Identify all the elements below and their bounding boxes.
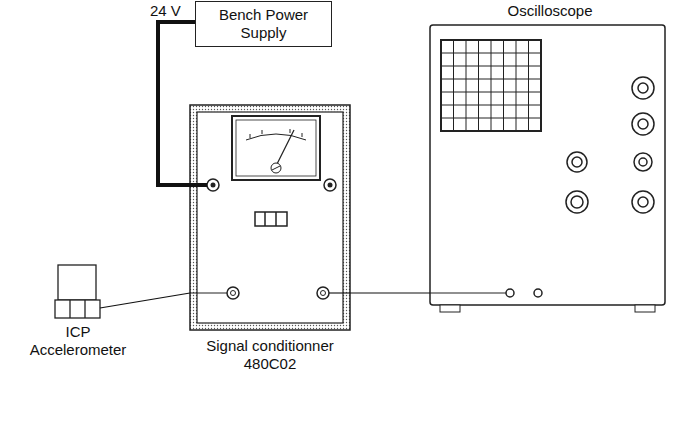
power-cable xyxy=(158,22,195,185)
signal-cable xyxy=(350,292,430,293)
signal-conditioner: Signal conditionner 480C02 xyxy=(190,105,350,330)
device-label: ICP Accelerometer xyxy=(23,323,133,359)
oscilloscope: Oscilloscope xyxy=(430,25,665,305)
box-label: Bench Power Supply xyxy=(196,6,331,42)
device-label: Oscilloscope xyxy=(485,2,615,20)
signal-cable xyxy=(100,293,190,308)
oscilloscope-body xyxy=(430,25,665,312)
accelerometer: ICP Accelerometer xyxy=(55,265,100,318)
power-supply-box: Bench Power Supply xyxy=(195,1,332,47)
accelerometer-symbol xyxy=(55,265,100,318)
voltage-label: 24 V xyxy=(148,2,183,20)
device-label: Signal conditionner 480C02 xyxy=(190,337,350,373)
conditioner-housing xyxy=(190,105,350,330)
screen-grid xyxy=(441,40,541,131)
